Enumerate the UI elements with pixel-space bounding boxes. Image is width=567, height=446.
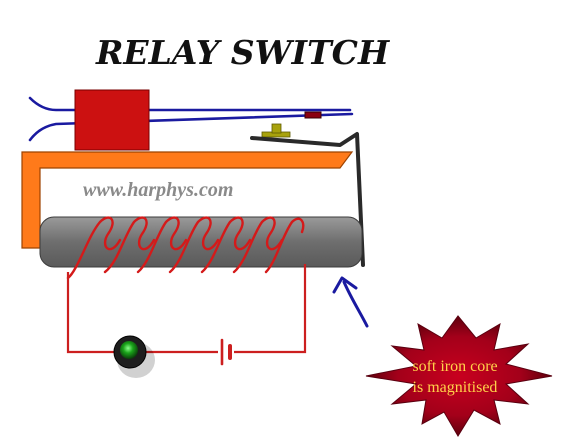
circuit-right-wire (234, 264, 307, 354)
contact-stud (261, 123, 291, 138)
green-lamp-icon (113, 335, 155, 378)
lower-spring-wire (28, 112, 354, 142)
armature-arm (250, 132, 365, 267)
curved-arrow-icon (332, 276, 369, 328)
callout-line-1: soft iron core (412, 358, 497, 375)
contact-point (304, 111, 322, 119)
armature-frame (21, 151, 354, 249)
callout-burst: soft iron core is magnitised (365, 315, 553, 437)
website-label: www.harphys.com (83, 179, 233, 201)
callout-line-2: is magnitised (413, 379, 498, 396)
page-title: RELAY SWITCH (95, 33, 391, 72)
circuit-left-wire (66, 272, 117, 354)
coil-windings (66, 216, 305, 280)
upper-spring-wire (28, 96, 352, 112)
soft-iron-core (39, 216, 363, 268)
battery-cell-icon (220, 338, 232, 366)
contact-block (74, 89, 150, 151)
spring-wires (28, 96, 354, 142)
circuit-wires (66, 264, 307, 354)
